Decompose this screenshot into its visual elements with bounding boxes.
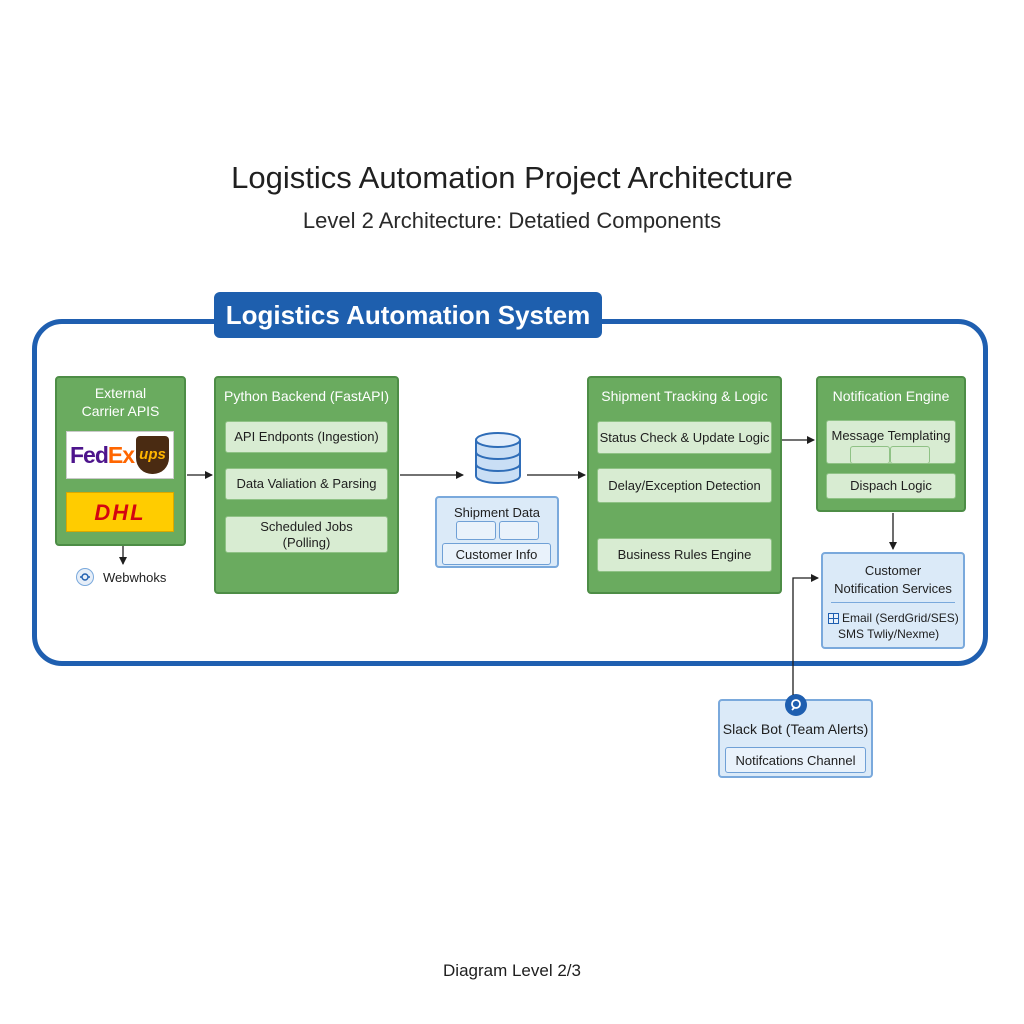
templating-slot-1 <box>850 446 890 464</box>
delay-detection-label: Delay/Exception Detection <box>608 477 761 493</box>
ups-text: ups <box>139 446 166 463</box>
api-endpoints-item[interactable]: API Endponts (Ingestion) <box>225 421 388 453</box>
status-check-label: Status Check & Update Logic <box>599 429 770 445</box>
notifications-channel-item[interactable]: Notifcations Channel <box>725 747 866 773</box>
database-icon <box>475 432 521 484</box>
customer-info-item[interactable]: Customer Info <box>442 543 551 565</box>
api-endpoints-label: API Endponts (Ingestion) <box>234 429 379 444</box>
data-validation-item[interactable]: Data Valiation & Parsing <box>225 468 388 500</box>
fedex-ups-logo: FedEx ups <box>66 431 174 479</box>
page-subtitle: Level 2 Architecture: Detatied Component… <box>302 208 722 233</box>
customer-notification-title-line1: Customer <box>864 563 922 578</box>
slack-icon <box>785 694 807 716</box>
business-rules-item[interactable]: Business Rules Engine <box>597 538 772 572</box>
fedex-ex-text: Ex <box>107 442 135 468</box>
ups-shield-icon: ups <box>136 436 169 474</box>
notifications-channel-label: Notifcations Channel <box>735 753 856 768</box>
services-divider <box>831 602 955 603</box>
notification-engine-title: Notification Engine <box>832 388 950 404</box>
webhooks-label: Webwhoks <box>103 570 167 585</box>
shipment-tracking-title: Shipment Tracking & Logic <box>601 388 768 404</box>
delay-detection-item[interactable]: Delay/Exception Detection <box>597 468 772 503</box>
data-validation-label: Data Valiation & Parsing <box>236 476 377 491</box>
customer-notification-title-line2: Notification Services <box>834 581 952 596</box>
email-icon <box>828 613 839 624</box>
customer-info-label: Customer Info <box>455 547 538 562</box>
shipment-data-field-1 <box>456 521 496 540</box>
scheduled-jobs-label: Scheduled Jobs <box>260 518 353 534</box>
customer-notification-services-box[interactable]: Customer Notification Services <box>821 552 965 649</box>
business-rules-label: Business Rules Engine <box>617 547 752 562</box>
dhl-logo: DHL <box>66 492 174 532</box>
polling-label: (Polling) <box>282 534 331 550</box>
sms-service-label: SMS Twliy/Nexme) <box>838 627 940 641</box>
message-templating-label: Message Templating <box>831 428 951 443</box>
page-title: Logistics Automation Project Architectur… <box>231 160 793 195</box>
dispatch-logic-item[interactable]: Dispach Logic <box>826 473 956 499</box>
templating-slot-2 <box>890 446 930 464</box>
diagram-level-label: Diagram Level 2/3 <box>443 961 581 980</box>
fedex-fed-text: Fed <box>70 442 109 468</box>
carrier-apis-title-line1: External <box>94 385 147 401</box>
dhl-text: DHL <box>94 500 146 525</box>
slack-bot-title: Slack Bot (Team Alerts) <box>722 721 869 737</box>
slack-to-services-arrow <box>792 574 819 695</box>
webhook-icon <box>76 568 94 586</box>
scheduled-jobs-item[interactable]: Scheduled Jobs (Polling) <box>225 516 388 553</box>
email-service-label: Email (SerdGrid/SES) <box>842 611 959 625</box>
carrier-apis-title-line2: Carrier APIS <box>81 403 160 419</box>
python-backend-title: Python Backend (FastAPI) <box>224 388 389 404</box>
system-label: Logistics Automation System <box>214 292 602 338</box>
status-check-item[interactable]: Status Check & Update Logic <box>597 421 772 454</box>
shipment-data-field-2 <box>499 521 539 540</box>
dispatch-logic-label: Dispach Logic <box>850 478 932 493</box>
shipment-data-title: Shipment Data <box>454 505 540 520</box>
